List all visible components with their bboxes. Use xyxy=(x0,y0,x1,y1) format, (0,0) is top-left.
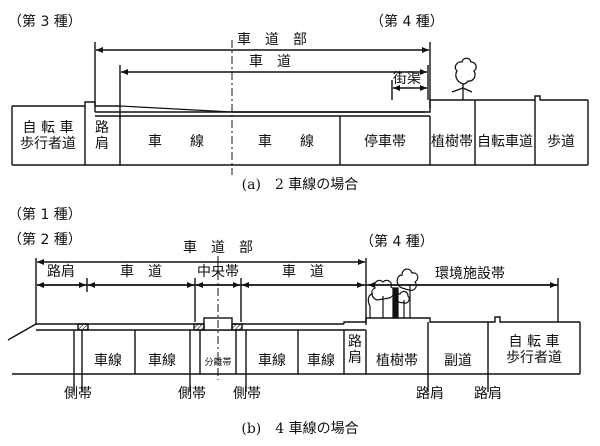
diagram-b-labels: （第 1 種） （第 2 種） （第 4 種） 車 道 部 路肩 車 道 中央帯… xyxy=(8,206,562,437)
road-class-4-label-b: （第 4 種） xyxy=(360,233,434,250)
zone-parking-lane: 停車帯 xyxy=(364,133,406,150)
zone-bicycle-pedestrian-path-b: 自 転 車歩行者道 xyxy=(506,333,562,366)
road-class-3-label: （第 3 種） xyxy=(8,13,82,30)
roadway-left-label: 車 道 xyxy=(120,263,162,280)
zone-lane-1: 車 線 xyxy=(148,133,204,150)
zone-sidewalk: 歩道 xyxy=(547,134,575,150)
tree-icon xyxy=(367,268,419,319)
zone-bicycle-pedestrian-path: 自 転 車歩行者道 xyxy=(20,119,76,152)
roadway-right-label: 車 道 xyxy=(282,263,324,280)
right-side-profile xyxy=(343,316,580,324)
zone-bicycle-path: 自転車道 xyxy=(477,133,533,150)
roadway-label: 車 道 xyxy=(249,53,291,70)
zone-planting-strip-b: 植樹帯 xyxy=(376,353,418,369)
road-class-1-label: （第 1 種） xyxy=(8,206,82,223)
zone-frontage-road: 副道 xyxy=(444,353,472,369)
roadway-section-label-b: 車 道 部 xyxy=(183,239,253,256)
caption-b: (b) 4 車線の場合 xyxy=(241,420,358,437)
caption-a: (a) 2 車線の場合 xyxy=(242,176,359,193)
zone-lane-b2: 車線 xyxy=(148,352,176,369)
shoulder-bottom-label: 路肩 xyxy=(474,386,502,402)
zone-lane-b1: 車線 xyxy=(94,352,122,369)
shoulder-bottom-label: 路肩 xyxy=(416,386,444,402)
side-strip-label: 側帯 xyxy=(178,386,206,402)
side-strip-hatch xyxy=(77,323,89,331)
right-curb-and-sidewalk xyxy=(425,95,588,113)
median-label: 中央帯 xyxy=(197,264,239,280)
zone-planting-strip: 植樹帯 xyxy=(431,134,473,150)
side-strip-hatch xyxy=(231,323,243,331)
zone-shoulder: 路肩 xyxy=(95,120,109,152)
roadway-surface-crown-left xyxy=(119,105,233,113)
roadway-section-label: 車 道 部 xyxy=(237,31,307,48)
environment-zone-label: 環境施設帯 xyxy=(435,266,505,282)
zone-separator: 分離帯 xyxy=(204,356,231,368)
left-embankment-surface xyxy=(7,323,344,341)
road-class-4-label: （第 4 種） xyxy=(370,13,444,30)
diagram-a-labels: （第 3 種） （第 4 種） 車 道 部 車 道 街渠 自 転 車歩行者道路肩… xyxy=(8,13,575,193)
tree-icon xyxy=(451,57,477,100)
zones-b: 車線車線分離帯車線車線路肩植樹帯副道自 転 車歩行者道 xyxy=(94,333,562,369)
zone-lane-b4: 車線 xyxy=(307,352,335,369)
side-strip-label: 側帯 xyxy=(233,386,261,402)
gutter-label: 街渠 xyxy=(393,71,421,87)
diagram-a xyxy=(11,40,589,175)
zone-lane-b3: 車線 xyxy=(258,352,286,369)
left-sidewalk-surface xyxy=(12,101,120,107)
diagram-b xyxy=(7,256,581,392)
side-strip-hatch xyxy=(193,323,205,331)
road-class-2-label: （第 2 種） xyxy=(8,231,82,248)
zone-shoulder-b: 路肩 xyxy=(348,334,362,366)
shoulder-label: 路肩 xyxy=(47,264,75,280)
zone-lane-2: 車 線 xyxy=(258,133,314,150)
zones-a: 自 転 車歩行者道路肩 車 線 車 線 停車帯 植樹帯自転車道歩道 xyxy=(20,119,575,152)
bottom-labels-b: 側帯 側帯 側帯 路肩 路肩 xyxy=(64,386,502,402)
side-strip-label: 側帯 xyxy=(64,386,92,402)
